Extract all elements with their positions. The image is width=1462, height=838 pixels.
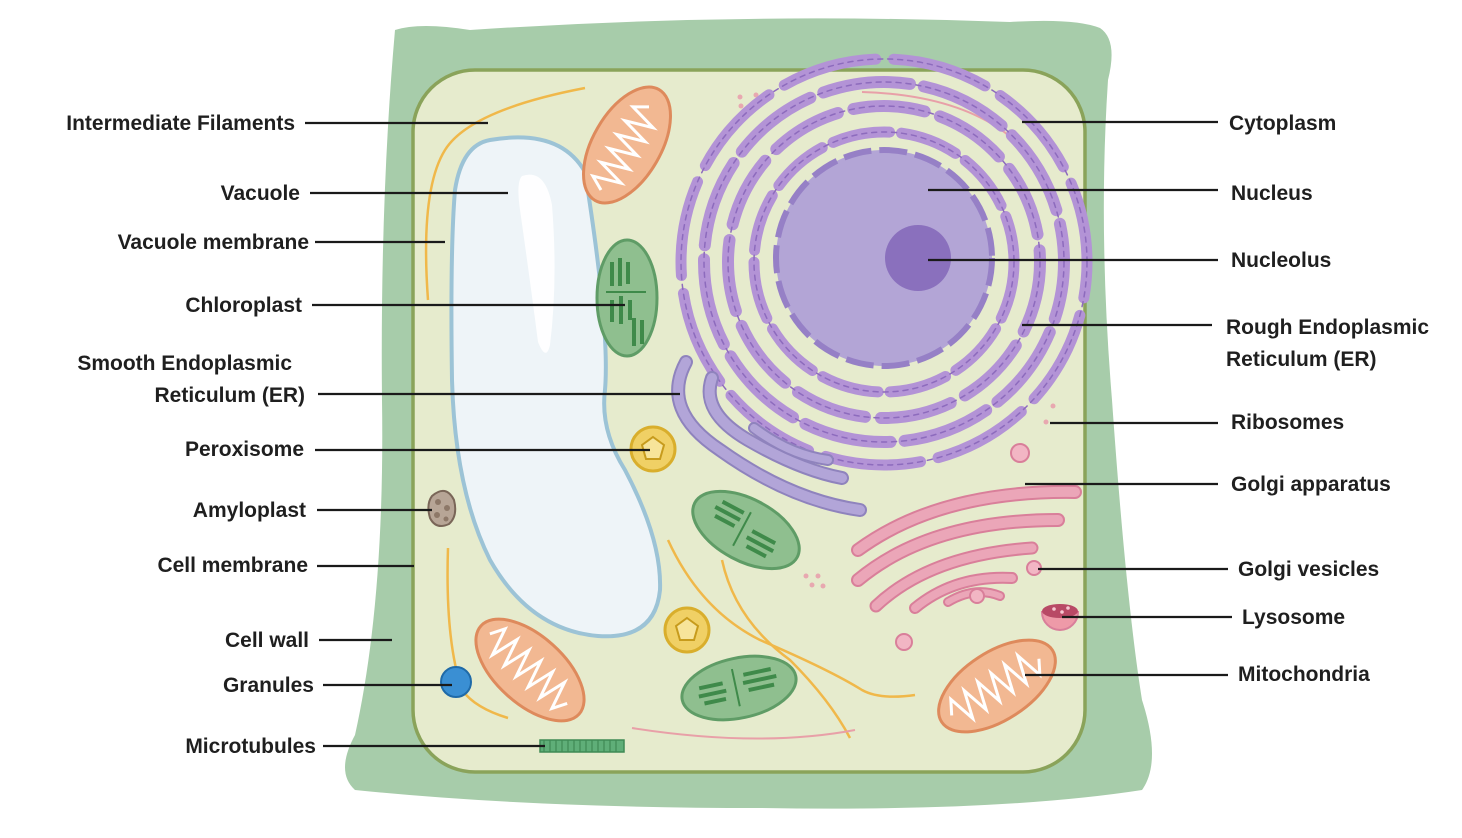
label-granules: Granules bbox=[223, 674, 314, 697]
label-microtubules: Microtubules bbox=[185, 735, 316, 758]
leader-lines-left bbox=[305, 121, 680, 748]
label-cell-wall: Cell wall bbox=[225, 629, 309, 652]
labels-right: Cytoplasm Nucleus Nucleolus Rough Endopl… bbox=[1226, 112, 1429, 686]
peroxisome-shape bbox=[629, 425, 711, 654]
rough-er-shape bbox=[675, 53, 1093, 471]
granule-shape bbox=[440, 666, 472, 698]
ribosome-dots bbox=[803, 403, 1056, 589]
label-lysosome: Lysosome bbox=[1242, 606, 1345, 629]
label-chloroplast: Chloroplast bbox=[185, 294, 302, 317]
mitochondrion-top bbox=[582, 85, 672, 205]
label-vacuole-membrane: Vacuole membrane bbox=[118, 231, 309, 254]
nucleolus-shape bbox=[885, 225, 951, 291]
amyloplast-shape bbox=[427, 489, 457, 527]
label-smooth-er-line1: Smooth Endoplasmic bbox=[77, 352, 292, 375]
label-golgi-apparatus: Golgi apparatus bbox=[1231, 473, 1391, 496]
label-nucleolus: Nucleolus bbox=[1231, 249, 1331, 272]
chloroplast-upper bbox=[595, 238, 659, 358]
labels-left: Intermediate Filaments Vacuole Vacuole m… bbox=[66, 112, 316, 758]
microtubule-shape bbox=[539, 739, 625, 753]
golgi-vesicles-shape bbox=[895, 443, 1042, 651]
label-vacuole: Vacuole bbox=[221, 182, 300, 205]
label-rough-er-line1: Rough Endoplasmic bbox=[1226, 316, 1429, 339]
label-cell-membrane: Cell membrane bbox=[157, 554, 308, 577]
label-golgi-vesicles: Golgi vesicles bbox=[1238, 558, 1379, 581]
label-smooth-er-line2: Reticulum (ER) bbox=[154, 384, 305, 407]
chloroplast-middle bbox=[691, 489, 801, 571]
label-amyloplast: Amyloplast bbox=[193, 499, 306, 522]
leader-lines-right bbox=[928, 120, 1232, 677]
label-intermediate-filaments: Intermediate Filaments bbox=[66, 112, 295, 135]
label-cytoplasm: Cytoplasm bbox=[1229, 112, 1336, 135]
lysosome-shape bbox=[1040, 604, 1080, 631]
label-nucleus: Nucleus bbox=[1231, 182, 1313, 205]
chloroplast-lower bbox=[680, 654, 798, 722]
label-mitochondria: Mitochondria bbox=[1238, 663, 1370, 686]
mitochondrion-bottom-right bbox=[937, 638, 1057, 734]
nucleus-shape bbox=[773, 147, 995, 369]
golgi-shape bbox=[851, 484, 1082, 614]
label-rough-er-line2: Reticulum (ER) bbox=[1226, 348, 1377, 371]
mitochondrion-bottom-left bbox=[474, 617, 586, 723]
label-ribosomes: Ribosomes bbox=[1231, 411, 1344, 434]
label-peroxisome: Peroxisome bbox=[185, 438, 304, 461]
